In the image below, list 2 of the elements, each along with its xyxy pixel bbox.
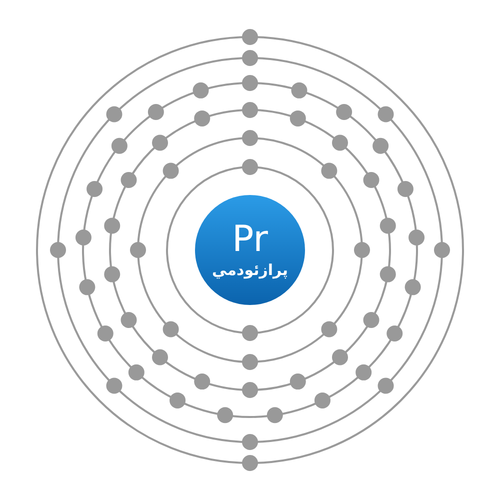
element-name: پرازئودمي [212,260,288,280]
element-symbol: Pr [232,220,268,260]
